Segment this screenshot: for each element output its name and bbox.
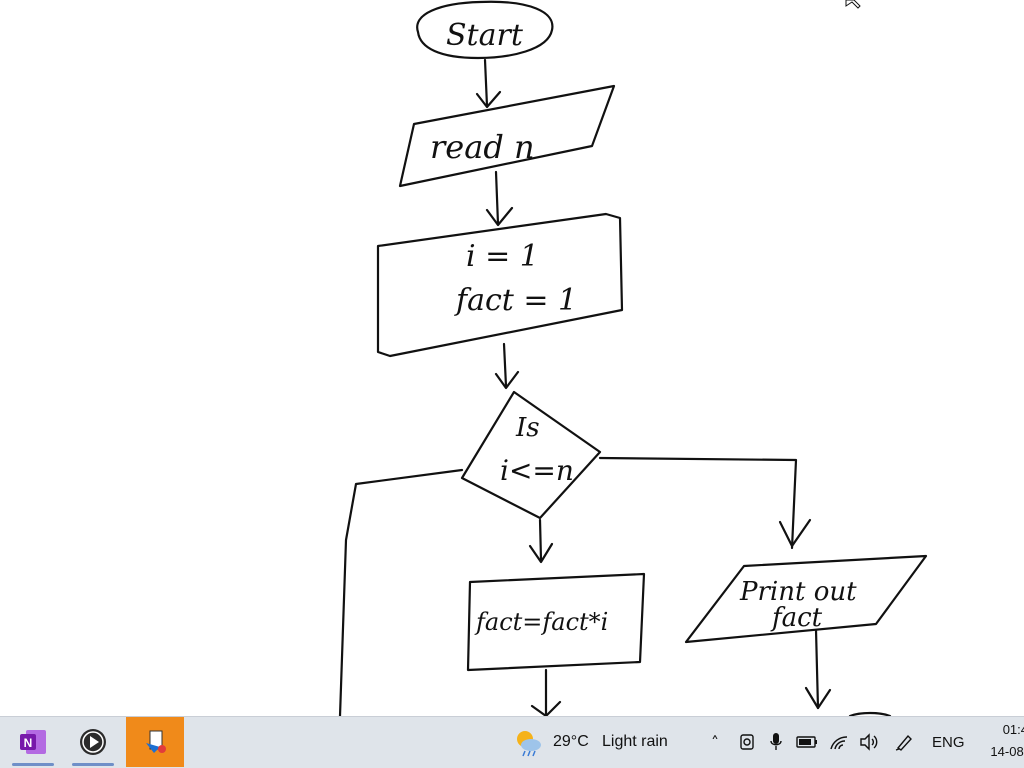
decision-label-cond: i<=n — [500, 454, 574, 487]
pen-icon[interactable] — [893, 731, 915, 753]
read-label: read n — [430, 128, 535, 166]
weather-icon[interactable] — [513, 727, 543, 757]
svg-text:N: N — [24, 736, 33, 750]
camera-icon[interactable] — [736, 731, 758, 753]
start-label: Start — [446, 18, 524, 53]
process-label: fact=fact*i — [474, 608, 608, 636]
loop-back-line — [338, 468, 464, 716]
cursor-icon — [845, 0, 861, 9]
print-output-shape — [684, 554, 928, 644]
chevron-up-icon[interactable]: ˄ — [711, 732, 719, 752]
taskbar-app-media[interactable] — [64, 717, 122, 767]
clock-time: 01:4 — [1002, 722, 1024, 737]
init-process-box — [376, 212, 624, 358]
arrow-init-decision — [502, 342, 508, 388]
taskbar-app-paint[interactable] — [126, 717, 184, 767]
drawing-canvas[interactable]: Start read n i = 1 fact = 1 Is i<=n fact… — [0, 0, 1024, 716]
arrow-output-down — [814, 628, 820, 710]
taskbar-app-onenote[interactable]: N — [4, 717, 62, 767]
microphone-icon[interactable] — [765, 731, 787, 753]
arrow-decision-process — [538, 518, 543, 562]
flowchart: Start read n i = 1 fact = 1 Is i<=n fact… — [338, 0, 928, 716]
onenote-icon: N — [20, 730, 46, 754]
init-label-i: i = 1 — [466, 239, 539, 274]
output-label-fact: fact — [770, 603, 823, 633]
clock-date: 14-08- — [990, 744, 1024, 759]
read-input-shape — [398, 84, 616, 188]
paint-tool-icon — [146, 730, 166, 753]
arrow-read-init — [494, 170, 500, 226]
fact-process-box — [466, 572, 646, 672]
volume-icon[interactable] — [858, 731, 880, 753]
active-indicator — [72, 763, 114, 766]
branch-false-line — [598, 456, 798, 550]
init-label-fact: fact = 1 — [454, 283, 577, 318]
language-indicator[interactable]: ENG — [932, 733, 965, 751]
media-play-icon — [80, 729, 106, 755]
weather-desc[interactable]: Light rain — [602, 733, 668, 750]
taskbar: N 29°C Light rain ˄ — [0, 716, 1024, 768]
battery-icon[interactable] — [796, 731, 818, 753]
start-terminal — [416, 0, 554, 60]
active-indicator — [12, 763, 54, 766]
decision-diamond — [460, 390, 602, 520]
output-label-print: Print out — [739, 577, 857, 607]
clock[interactable]: 01:4 14-08- — [978, 719, 1024, 767]
decision-label-is: Is — [515, 413, 540, 443]
wifi-icon[interactable] — [828, 731, 850, 753]
arrow-start-read — [483, 58, 489, 108]
weather-temp[interactable]: 29°C — [553, 733, 589, 750]
